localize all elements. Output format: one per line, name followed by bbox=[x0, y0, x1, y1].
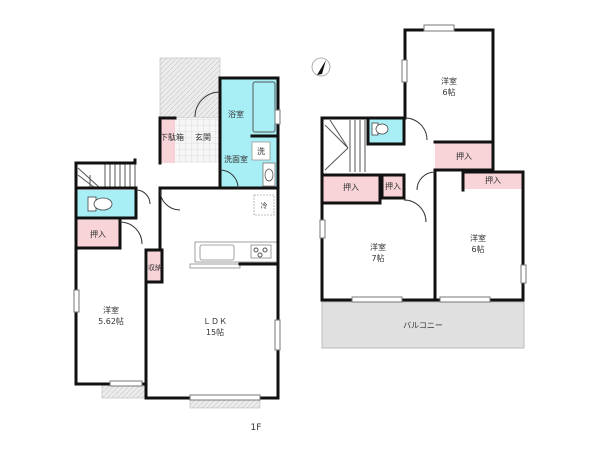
closet-c bbox=[435, 142, 493, 170]
porch bbox=[159, 57, 221, 119]
north-arrow-icon bbox=[311, 57, 331, 77]
entrance-label: 玄関 bbox=[195, 132, 211, 142]
ldk-label: ＬＤＫ bbox=[203, 317, 227, 326]
balcony bbox=[321, 301, 525, 349]
storage-label: 収納 bbox=[148, 263, 162, 272]
first-floor: 浴室 洗面室 洗 下駄箱 玄関 押入 収納 冷 洋室 5.62帖 ＬＤＫ 15帖 bbox=[73, 57, 281, 409]
western-room-7-size: 7帖 bbox=[371, 253, 384, 263]
washer-icon bbox=[251, 141, 271, 161]
closet-a-label: 押入 bbox=[343, 182, 359, 192]
closet-d bbox=[463, 172, 523, 189]
storage bbox=[148, 250, 162, 282]
western-room-1f-size: 5.62帖 bbox=[98, 316, 124, 326]
ldk-size: 15帖 bbox=[206, 327, 224, 337]
closet-1f bbox=[76, 220, 120, 248]
shoe-cabinet bbox=[160, 118, 175, 163]
bathtub-icon bbox=[252, 81, 276, 133]
closet-1f-label: 押入 bbox=[90, 229, 106, 239]
closet-a bbox=[322, 175, 380, 203]
western-room-6-label: 洋室 bbox=[470, 233, 486, 243]
stairs-1f bbox=[77, 163, 136, 189]
washroom-label: 洗面室 bbox=[224, 154, 248, 164]
bathroom-label: 浴室 bbox=[228, 109, 244, 119]
floor-label: 1F bbox=[251, 423, 262, 433]
balcony-label: バルコニー bbox=[403, 321, 443, 330]
western-room-north-size: 6帖 bbox=[442, 87, 455, 97]
second-floor: 洋室 6帖 洋室 7帖 洋室 6帖 押入 押入 押入 押入 バルコニー bbox=[319, 24, 527, 349]
western-room-7-label: 洋室 bbox=[370, 242, 386, 252]
stairs-2f bbox=[324, 119, 366, 172]
kitchen-sink-icon bbox=[199, 244, 235, 261]
closet-b-label: 押入 bbox=[385, 181, 401, 191]
closet-c-label: 押入 bbox=[456, 151, 472, 161]
closet-d-label: 押入 bbox=[485, 175, 501, 185]
western-room-6-size: 6帖 bbox=[471, 244, 484, 254]
washer-label: 洗 bbox=[257, 146, 265, 156]
shoe-cabinet-label: 下駄箱 bbox=[160, 132, 184, 142]
fridge-icon bbox=[253, 194, 275, 216]
entrance-floor bbox=[175, 118, 220, 163]
western-room-north-label: 洋室 bbox=[441, 76, 457, 86]
closet-b bbox=[382, 175, 404, 198]
fridge-label: 冷 bbox=[261, 201, 268, 210]
western-room-1f-label: 洋室 bbox=[103, 305, 119, 315]
